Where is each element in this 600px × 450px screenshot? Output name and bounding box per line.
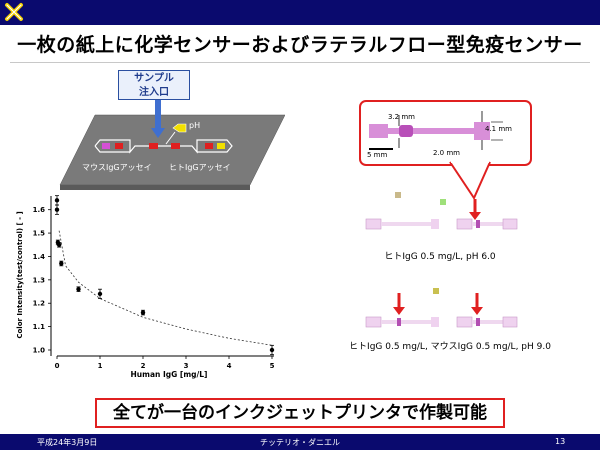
data-point xyxy=(56,242,62,247)
scale-bar-label: 5 mm xyxy=(367,151,388,159)
logo-icon xyxy=(4,2,24,22)
data-point xyxy=(76,287,81,292)
data-points xyxy=(54,195,275,356)
strip-photo-1 xyxy=(365,192,518,230)
sample-inlet-label: サンプル 注入口 xyxy=(118,70,190,100)
photo-caption-1: ヒトIgG 0.5 mg/L, pH 6.0 xyxy=(384,252,496,262)
x-tick-label: 0 xyxy=(55,362,60,370)
data-point xyxy=(269,347,275,353)
title-divider xyxy=(10,62,590,63)
chart-ticks: 0 1 2 3 4 5 1.0 1.1 1.2 1.3 1.4 1.5 1.6 xyxy=(33,206,275,370)
y-tick-label: 1.4 xyxy=(33,253,46,261)
ph-label: pH xyxy=(189,121,201,130)
footer-bar: 平成24年3月9日 チッテリオ・ダニエル 13 xyxy=(0,434,600,450)
data-point xyxy=(97,291,103,297)
y-tick-label: 1.3 xyxy=(33,276,46,284)
photo-caption-2: ヒトIgG 0.5 mg/L, マウスIgG 0.5 mg/L, pH 9.0 xyxy=(349,342,551,352)
y-tick-label: 1.2 xyxy=(33,300,46,308)
mouse-assay-label: マウスIgGアッセイ xyxy=(82,163,152,172)
sample-inlet-line2: 注入口 xyxy=(139,87,169,98)
data-point xyxy=(140,310,146,315)
human-assay-label: ヒトIgGアッセイ xyxy=(169,163,231,172)
x-tick-label: 1 xyxy=(98,362,103,370)
sample-inlet-line1: サンプル xyxy=(134,73,174,84)
summary-banner: 全てが一台のインクジェットプリンタで作製可能 xyxy=(95,398,505,428)
arrow-down-icon xyxy=(151,100,165,138)
data-point xyxy=(54,207,60,212)
paper-chip-diagram xyxy=(59,100,285,190)
y-axis-label: Color Intensity(test/control) [ - ] xyxy=(16,211,24,338)
x-tick-label: 5 xyxy=(270,362,275,370)
footer-presenter: チッテリオ・ダニエル xyxy=(260,438,340,447)
red-arrow-icon xyxy=(393,307,405,315)
x-axis-label: Human IgG [mg/L] xyxy=(131,370,208,379)
fit-line xyxy=(58,230,273,346)
chart-axes xyxy=(50,196,274,357)
x-tick-label: 4 xyxy=(227,362,232,370)
data-point xyxy=(54,198,60,203)
fit-curve xyxy=(58,230,273,346)
callout-pointer xyxy=(449,160,491,200)
dimension-width-label: 3.2 mm xyxy=(388,113,415,121)
dimension-height-label: 4.1 mm xyxy=(485,125,512,133)
footer-page-number: 13 xyxy=(555,437,566,446)
strip-dimension-callout xyxy=(359,100,532,166)
channel-width-label: 2.0 mm xyxy=(433,149,460,157)
header-bar xyxy=(0,0,600,25)
strip-magnified xyxy=(369,111,503,150)
y-tick-label: 1.0 xyxy=(33,347,46,355)
strip-photo-2 xyxy=(365,288,518,328)
red-arrow-icon xyxy=(471,307,483,315)
y-tick-label: 1.1 xyxy=(33,323,46,331)
calibration-chart: 0 1 2 3 4 5 1.0 1.1 1.2 1.3 1.4 1.5 1.6 Human IgG [m… xyxy=(16,195,275,379)
x-tick-label: 2 xyxy=(141,362,146,370)
x-tick-label: 3 xyxy=(184,362,189,370)
data-point xyxy=(59,261,64,266)
footer-date: 平成24年3月9日 xyxy=(37,438,98,447)
page-title: 一枚の紙上に化学センサーおよびラテラルフロー型免疫センサー xyxy=(17,34,583,56)
red-arrow-icon xyxy=(469,212,481,220)
y-tick-label: 1.5 xyxy=(33,230,46,238)
y-tick-label: 1.6 xyxy=(33,206,46,214)
